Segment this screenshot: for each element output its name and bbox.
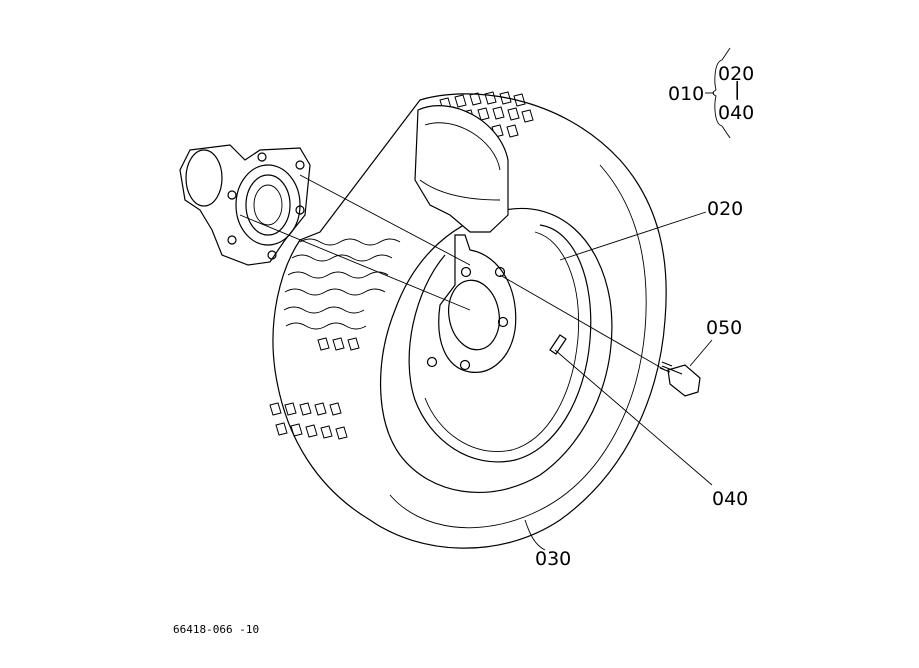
disc-plate [414,105,509,233]
hub-flange [179,144,311,266]
callout-assembly-group: 010 020 | 040 [668,47,754,139]
bolt [659,361,701,397]
tread-pattern-left [269,238,401,440]
range-separator: | [734,78,740,100]
label-010: 010 [668,83,704,105]
label-020: 020 [707,198,743,220]
label-050: 050 [706,317,742,339]
label-range-to: 040 [718,102,754,124]
assembly-lines [239,174,713,551]
label-030: 030 [535,548,571,570]
drawing-number: 66418-066 -10 [173,623,259,636]
label-040: 040 [712,488,748,510]
wheel-rim [408,224,592,463]
label-range-from: 020 [718,63,754,85]
